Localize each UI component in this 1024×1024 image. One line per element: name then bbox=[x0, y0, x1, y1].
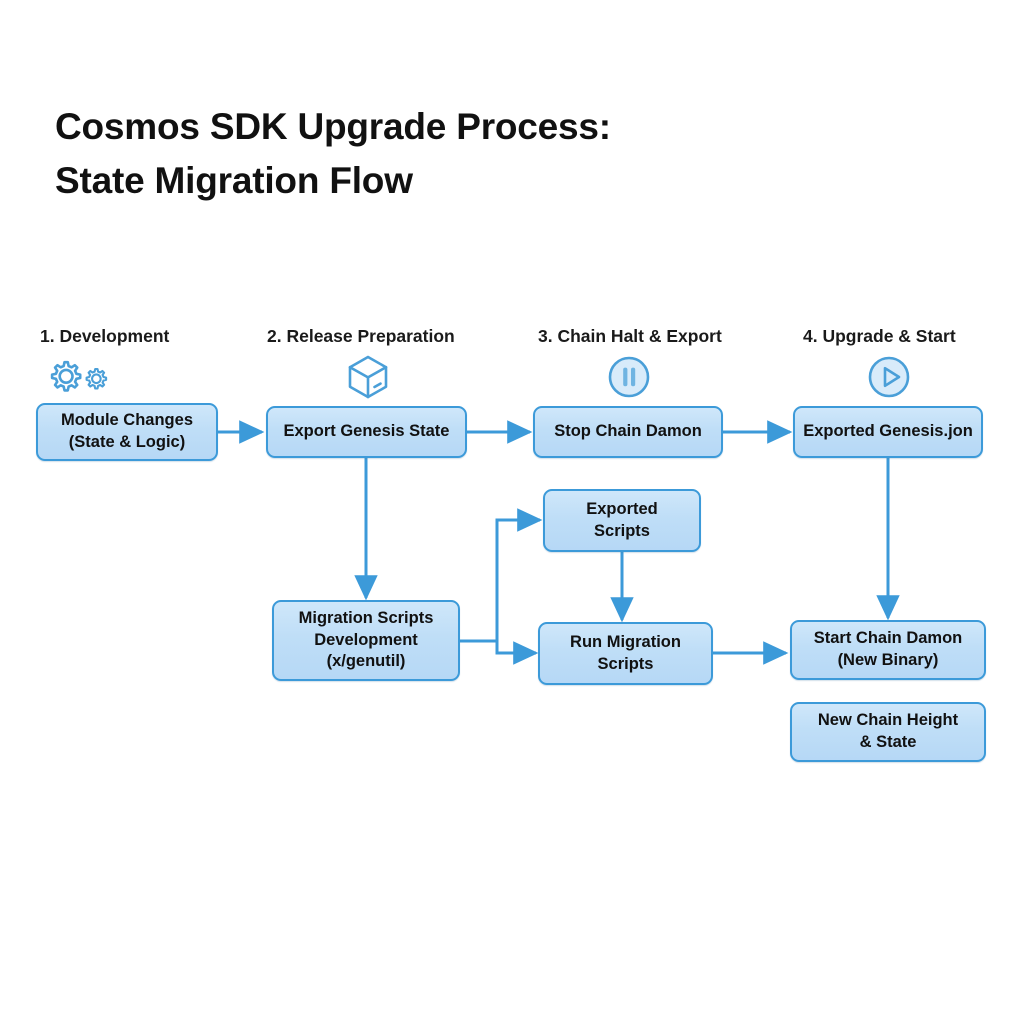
stage-header-chain-halt: 3. Chain Halt & Export bbox=[538, 326, 722, 346]
stage-header-upgrade-start: 4. Upgrade & Start bbox=[803, 326, 956, 346]
cube-icon bbox=[344, 354, 392, 400]
node-migration-scripts-development-label: Migration Scripts Development (x/genutil… bbox=[298, 608, 434, 671]
node-stop-chain-daemon-label: Stop Chain Damon bbox=[554, 422, 702, 441]
node-module-changes-label: Module Changes (State & Logic) bbox=[60, 411, 193, 451]
node-stop-chain-daemon[interactable]: Stop Chain Damon bbox=[533, 406, 723, 458]
node-module-changes[interactable]: Module Changes (State & Logic) bbox=[36, 403, 218, 461]
node-run-migration-scripts-label: Run Migration Scripts bbox=[570, 632, 681, 673]
node-migration-scripts-development[interactable]: Migration Scripts Development (x/genutil… bbox=[272, 600, 460, 681]
node-run-migration-scripts[interactable]: Run Migration Scripts bbox=[538, 622, 713, 685]
page-title: Cosmos SDK Upgrade Process: State Migrat… bbox=[55, 100, 815, 207]
node-exported-genesis-json-label: Exported Genesis.jon bbox=[803, 422, 973, 441]
gears-icon bbox=[44, 356, 110, 398]
node-exported-scripts[interactable]: Exported Scripts bbox=[543, 489, 701, 552]
node-start-chain-daemon[interactable]: Start Chain Damon (New Binary) bbox=[790, 620, 986, 680]
node-start-chain-daemon-label: Start Chain Damon (New Binary) bbox=[813, 629, 963, 669]
stage-header-development: 1. Development bbox=[40, 326, 170, 346]
title-line-2: State Migration Flow bbox=[55, 159, 413, 201]
node-exported-genesis-json[interactable]: Exported Genesis.jon bbox=[793, 406, 983, 458]
node-exported-scripts-label: Exported Scripts bbox=[586, 499, 658, 540]
pause-circle-icon bbox=[606, 354, 652, 400]
node-new-chain-height-label: New Chain Height & State bbox=[817, 711, 959, 751]
edge-migration-to-exported-scripts bbox=[460, 508, 543, 643]
play-circle-icon bbox=[866, 354, 912, 400]
stage-header-release-prep: 2. Release Preparation bbox=[267, 326, 455, 346]
node-export-genesis[interactable]: Export Genesis State bbox=[266, 406, 467, 458]
edge-migration-to-run-migration bbox=[460, 639, 539, 665]
node-new-chain-height[interactable]: New Chain Height & State bbox=[790, 702, 986, 762]
node-export-genesis-label: Export Genesis State bbox=[283, 422, 450, 441]
title-line-1: Cosmos SDK Upgrade Process: bbox=[55, 106, 611, 147]
